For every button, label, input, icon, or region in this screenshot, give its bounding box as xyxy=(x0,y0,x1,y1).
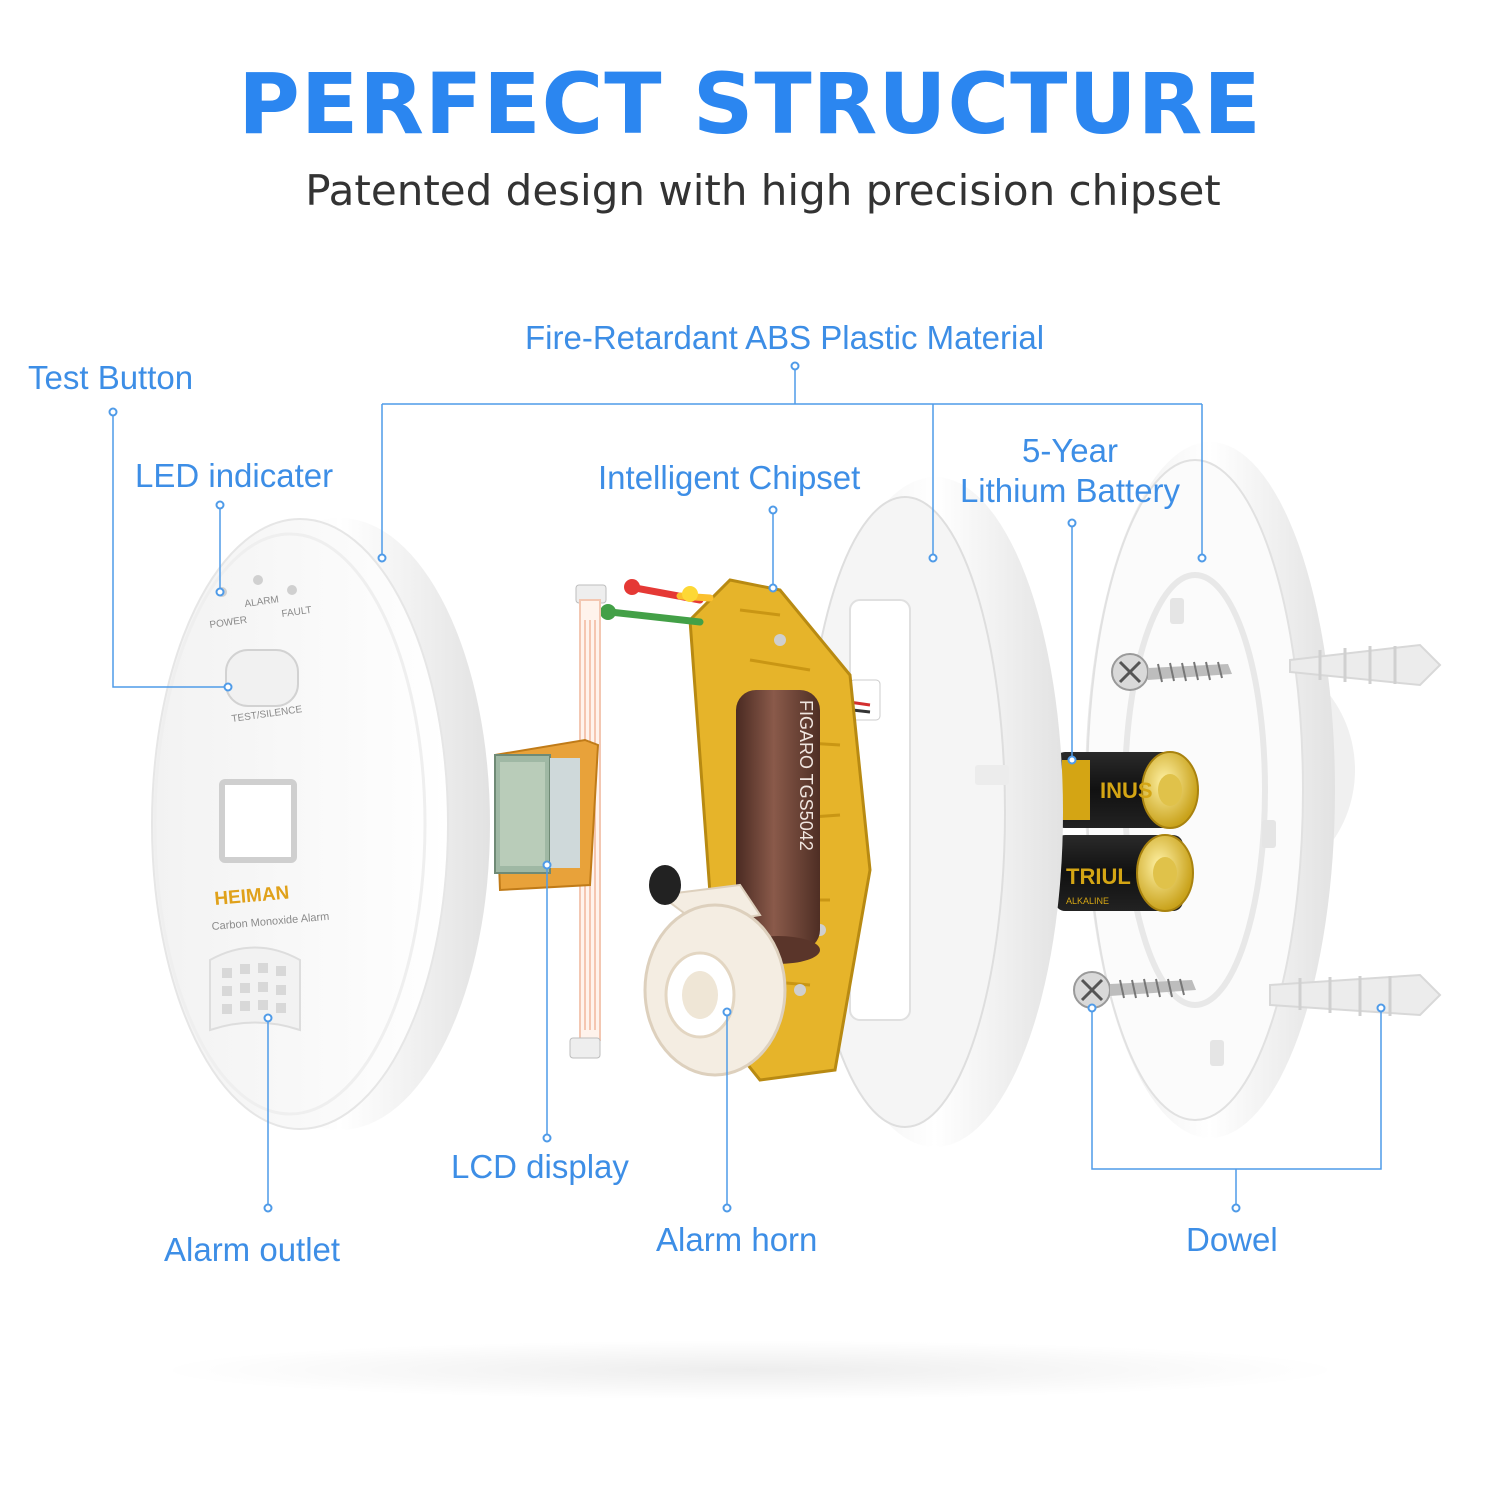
battery-brand-label: INUS xyxy=(1100,778,1153,803)
callout-alarm-horn: Alarm horn xyxy=(656,1221,818,1258)
callout-intelligent-chipset: Intelligent Chipset xyxy=(598,459,861,496)
leader-dots xyxy=(108,361,1386,1213)
led-indicators: POWER ALARM FAULT xyxy=(209,575,313,631)
sensor-label: FIGARO TGS5042 xyxy=(796,700,816,851)
page-title: PERFECT STRUCTURE xyxy=(238,55,1262,153)
battery-type-label: ALKALINE xyxy=(1066,896,1109,906)
callout-alarm-outlet: Alarm outlet xyxy=(164,1231,341,1268)
indicator-fault-label: FAULT xyxy=(281,605,313,620)
leader-lines xyxy=(112,366,1382,1208)
callout-battery-line2: Lithium Battery xyxy=(959,471,1181,509)
indicator-power-label: POWER xyxy=(209,615,248,631)
buzzer xyxy=(643,865,787,1077)
floor-shadow xyxy=(150,1340,1350,1400)
callout-battery-line1: 5-Year xyxy=(1021,432,1119,469)
alarm-outlet-grille xyxy=(209,946,301,1032)
indicator-alarm-label: ALARM xyxy=(244,594,280,610)
page-subtitle: Patented design with high precision chip… xyxy=(305,166,1221,215)
callout-battery: 5-Year Lithium Battery xyxy=(960,431,1180,510)
middle-housing xyxy=(804,477,1063,1147)
callout-lcd-display: LCD display xyxy=(451,1148,629,1185)
callout-led-indicator: LED indicater xyxy=(135,457,334,494)
svg-text:TRIUL: TRIUL xyxy=(1066,864,1131,889)
callout-dowel: Dowel xyxy=(1186,1221,1278,1258)
lcd-module xyxy=(493,738,600,892)
dowel-bottom xyxy=(1269,973,1442,1017)
battery-bottom: TRIUL ALKALINE xyxy=(1055,834,1194,912)
screw-bottom xyxy=(1073,971,1196,1009)
battery-top: INUS xyxy=(1055,751,1199,829)
screw-top xyxy=(1111,653,1232,691)
callout-test-button: Test Button xyxy=(28,359,194,396)
led-wires xyxy=(600,579,714,626)
test-silence-button[interactable]: TEST/SILENCE xyxy=(225,649,303,725)
lcd-window xyxy=(219,779,297,863)
dowel-top xyxy=(1289,643,1442,687)
front-cover xyxy=(151,518,490,1130)
callout-abs-material: Fire-Retardant ABS Plastic Material xyxy=(525,319,1045,356)
